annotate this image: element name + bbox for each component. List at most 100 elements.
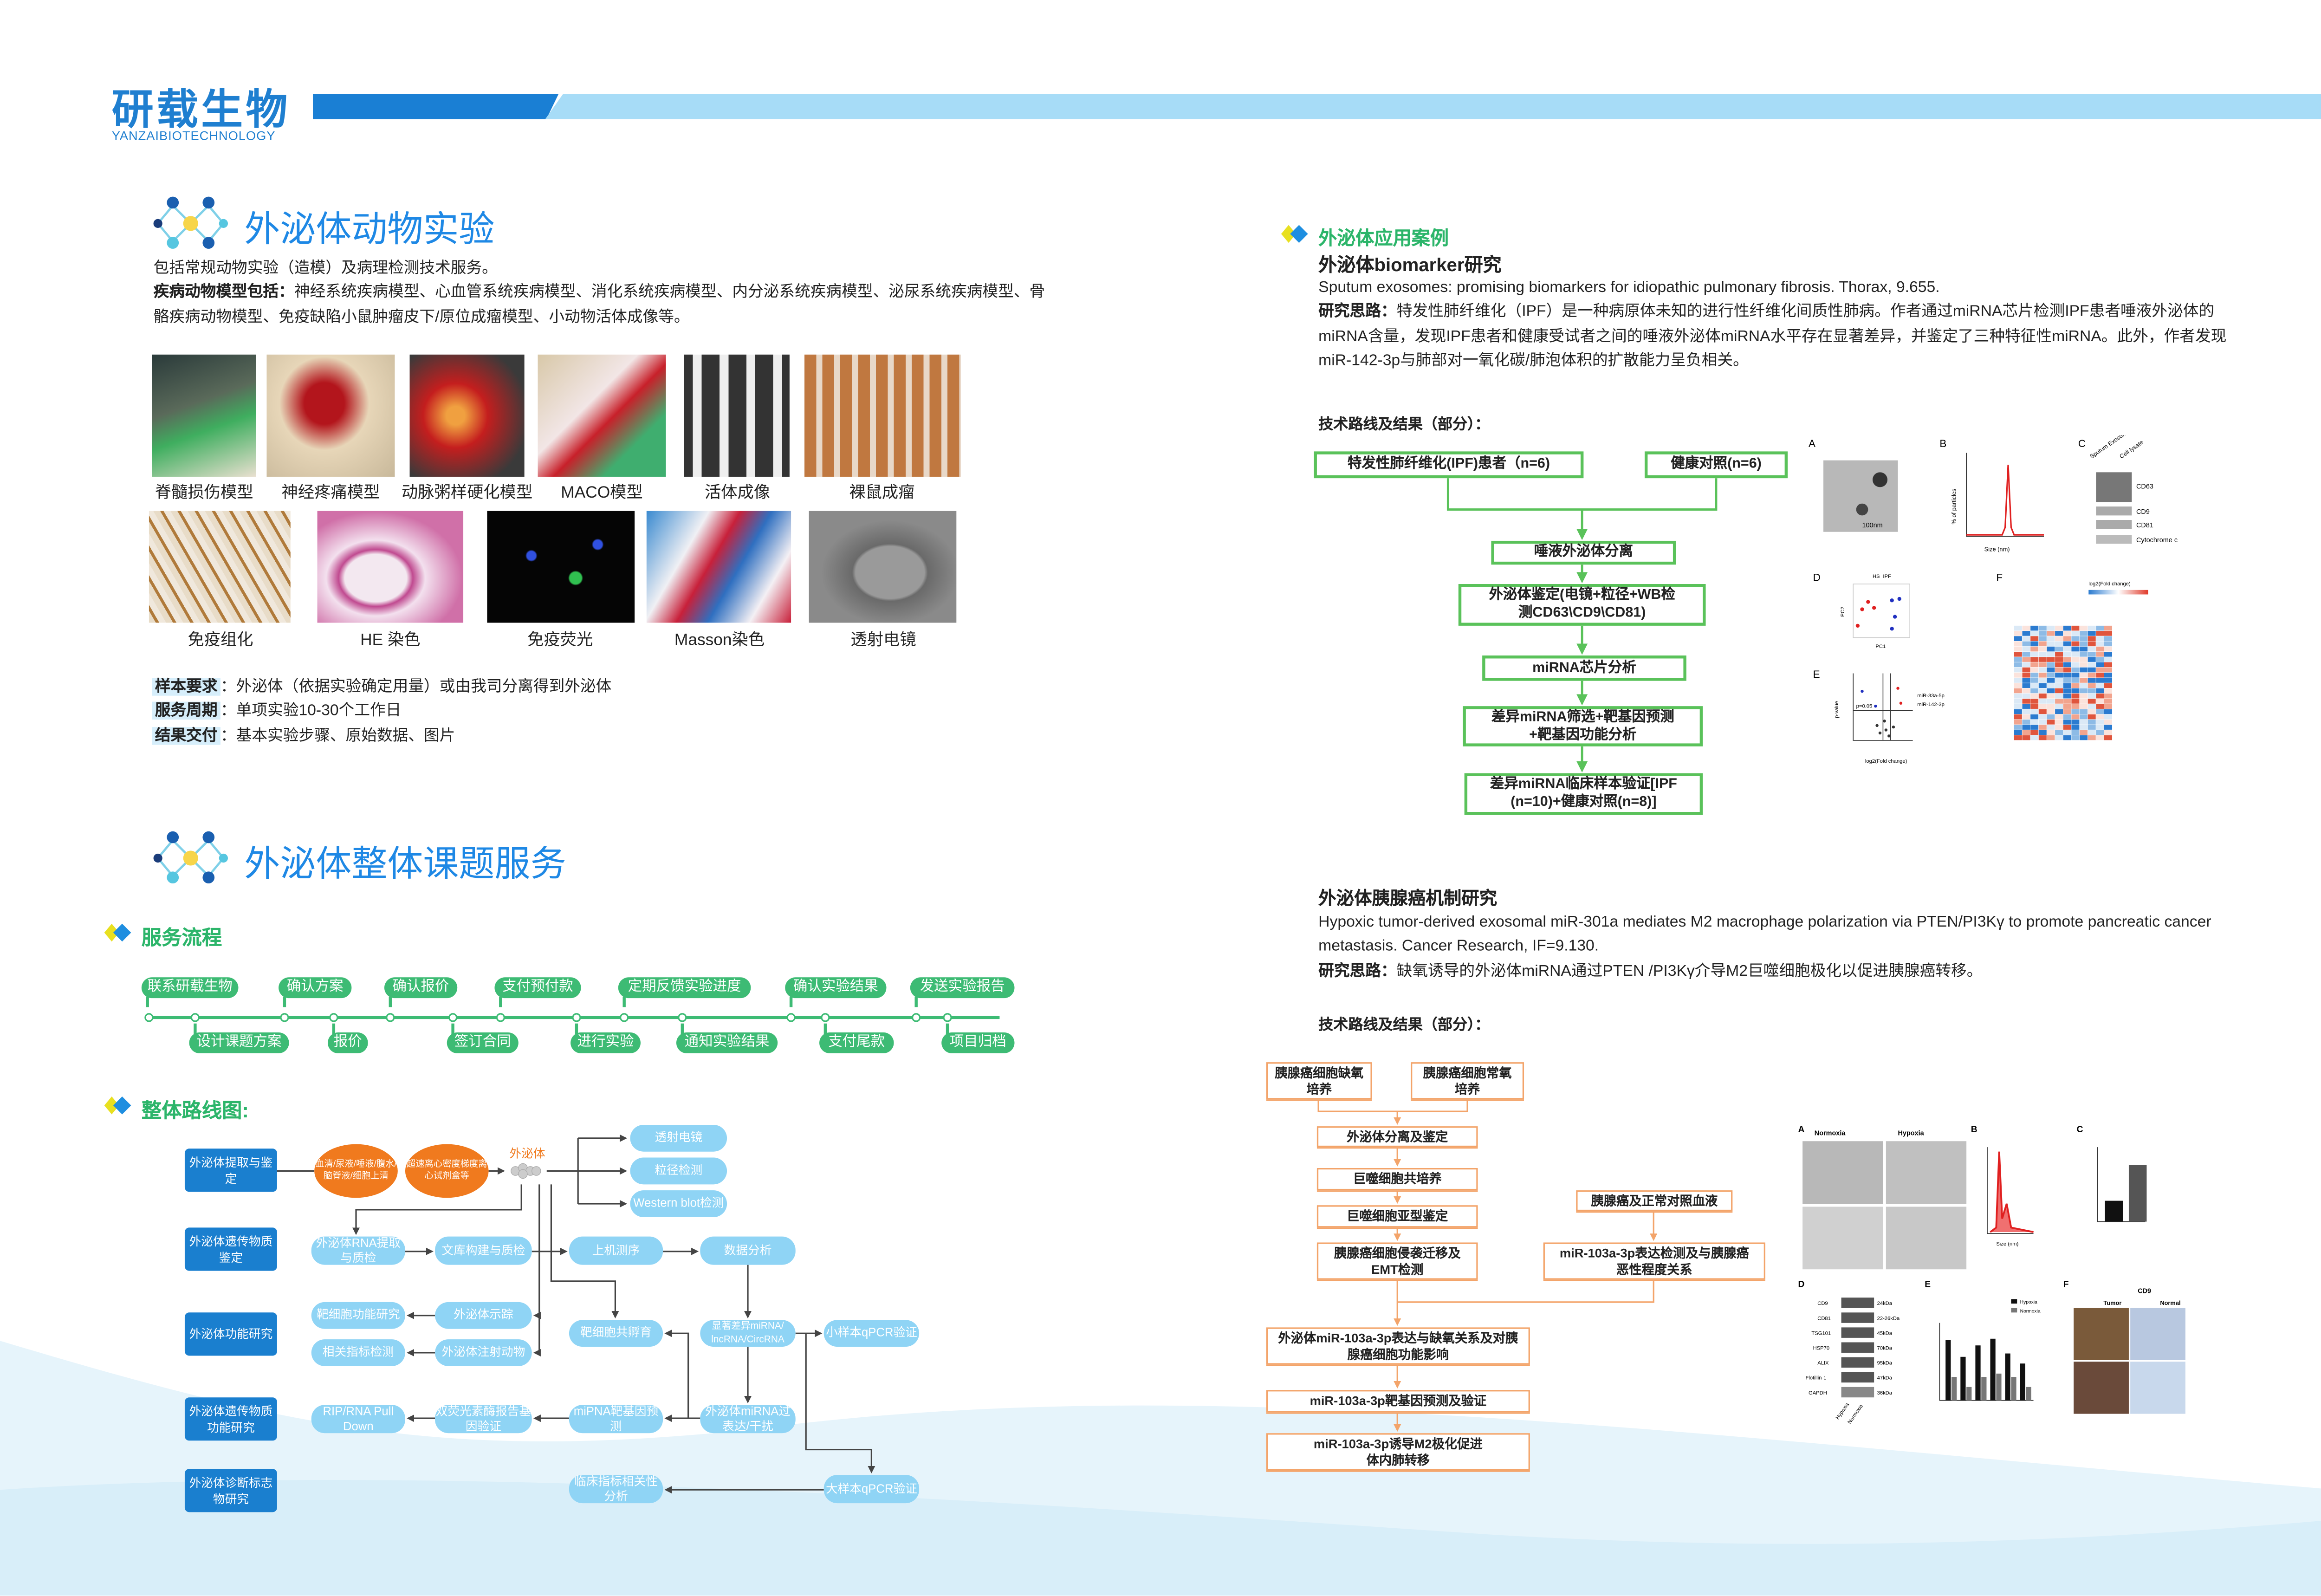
- bar: [1996, 1373, 2002, 1401]
- bar: [1975, 1345, 1981, 1401]
- heatmap-cell: [2047, 662, 2055, 668]
- route-node: RIP/RNA Pull Down: [311, 1405, 405, 1434]
- process-step: 确认方案: [279, 977, 352, 1007]
- heatmap-cell: [2030, 636, 2039, 641]
- process-step: 支付尾款: [819, 1023, 894, 1053]
- photo-atherosclerosis: [409, 354, 525, 477]
- heatmap-cell: [2088, 714, 2096, 720]
- heatmap-cell: [2096, 672, 2104, 678]
- route-node: 上机测序: [569, 1236, 663, 1265]
- process-step: 进行实验: [571, 1023, 641, 1053]
- heatmap-cell: [2096, 730, 2104, 735]
- heatmap-cell: [2055, 714, 2063, 720]
- heatmap-cell: [2022, 735, 2030, 740]
- size-distribution-plot: Size (nm) % of particles: [1951, 453, 2044, 552]
- process-step: 确认报价: [384, 977, 458, 1007]
- flow-box: 差异miRNA筛选+靶基因预测+靶基因功能分析: [1463, 706, 1703, 746]
- heatmap-cell: [2071, 688, 2080, 694]
- heatmap-cell: [2071, 657, 2080, 662]
- route-node: 靶细胞共孵育: [569, 1320, 663, 1347]
- axis-label: Size (nm): [1996, 1241, 2018, 1247]
- panel-label: B: [1939, 438, 1946, 449]
- heatmap-cell: [2096, 725, 2104, 730]
- bar: [2005, 1353, 2010, 1401]
- route-node: 大样本qPCR验证: [823, 1475, 920, 1504]
- heatmap-cell: [2104, 714, 2113, 720]
- heatmap-cell: [2096, 735, 2104, 740]
- route-node: Western blot检测: [630, 1190, 727, 1217]
- case1-text: Sputum exosomes: promising biomarkers fo…: [1318, 276, 2227, 373]
- flow-box: miR-103a-3p诱导M2极化促进体内肺转移: [1266, 1433, 1530, 1471]
- timeline-dot: [448, 1013, 458, 1022]
- heatmap-cell: [2104, 641, 2113, 647]
- case1-figure: A B C D E F 100nm Size (nm) % of particl…: [1809, 435, 2178, 764]
- heatmap-cell: [2022, 625, 2030, 631]
- heatmap-cell: [2063, 678, 2071, 683]
- heatmap-cell: [2080, 652, 2088, 657]
- heatmap-cell: [2014, 725, 2022, 730]
- heatmap-cell: [2038, 735, 2047, 740]
- case1-title: 外泌体biomarker研究: [1318, 254, 1502, 276]
- tem-image: [1823, 460, 1898, 532]
- heatmap-cell: [2096, 678, 2104, 683]
- heatmap-cell: [2071, 662, 2080, 668]
- process-title: 服务流程: [141, 927, 222, 949]
- heatmap-cell: [2014, 646, 2022, 652]
- photo-nude-mice: [804, 354, 961, 477]
- heatmap-cell: [2071, 720, 2080, 725]
- heatmap-cell: [2055, 699, 2063, 704]
- bar: [1981, 1377, 1987, 1401]
- heatmap-cell: [2096, 688, 2104, 694]
- models-label: 疾病动物模型包括：: [153, 283, 294, 302]
- heatmap-cell: [2038, 636, 2047, 641]
- heatmap-cell: [2080, 688, 2088, 694]
- heatmap-cell: [2014, 625, 2022, 631]
- legend-entry: Normoxia: [2020, 1309, 2041, 1314]
- case2-figure: A B C D E F Normoxia Hypoxia Size (nm) C…: [1788, 1114, 2250, 1435]
- heatmap-cell: [2038, 725, 2047, 730]
- heatmap-cell: [2088, 704, 2096, 709]
- heatmap-cell: [2104, 730, 2113, 735]
- heatmap-cell: [2088, 699, 2096, 704]
- route-node: 数据分析: [700, 1236, 796, 1265]
- timeline-dot: [329, 1013, 338, 1022]
- heatmap-cell: [2104, 725, 2113, 730]
- heatmap-cell: [2055, 683, 2063, 688]
- heatmap-cell: [2038, 646, 2047, 652]
- heatmap-cell: [2014, 704, 2022, 709]
- route-node: 外泌体RNA提取与质检: [311, 1236, 405, 1265]
- route-category: 外泌体遗传物质功能研究: [184, 1397, 277, 1441]
- blot-row: CD9: [1817, 1301, 1828, 1306]
- flow-box: miR-103a-3p表达检测及与胰腺癌恶性程度关系: [1543, 1242, 1765, 1280]
- heatmap-cell: [2096, 699, 2104, 704]
- process-step: 确认实验结果: [785, 977, 887, 1007]
- intro-text: 包括常规动物实验（造模）及病理检测技术服务。: [153, 259, 498, 277]
- heatmap-cell: [2104, 735, 2113, 740]
- heatmap-cell: [2071, 631, 2080, 636]
- heatmap-cell: [2030, 652, 2039, 657]
- case1-idea: 特发性肺纤维化（IPF）是一种病原体未知的进行性纤维化间质性肺病。作者通过miR…: [1318, 303, 2227, 370]
- header-bar-light: [545, 94, 2321, 119]
- bar: [2020, 1363, 2025, 1401]
- annotation: p=0.05: [1856, 703, 1873, 709]
- heatmap-cell: [2030, 730, 2039, 735]
- panel-label: A: [1798, 1125, 1805, 1135]
- heatmap-cell: [2022, 720, 2030, 725]
- logo-text: 研载生物: [111, 86, 291, 133]
- section-title-animal: 外泌体动物实验: [244, 210, 495, 251]
- heatmap-cell: [2038, 641, 2047, 647]
- heatmap-cell: [2096, 704, 2104, 709]
- models-text: 神经系统疾病模型、心血管系统疾病模型、消化系统疾病模型、内分泌系统疾病模型、泌尿…: [153, 283, 1045, 326]
- heatmap-cell: [2080, 636, 2088, 641]
- blot-kda: 45kDa: [1877, 1330, 1893, 1336]
- heatmap-cell: [2104, 672, 2113, 678]
- heatmap-cell: [2047, 636, 2055, 641]
- heatmap-cell: [2047, 725, 2055, 730]
- heatmap-cell: [2038, 704, 2047, 709]
- heatmap-cell: [2014, 678, 2022, 683]
- case2-title: 外泌体胰腺癌机制研究: [1318, 888, 1498, 909]
- photo-label: 脊髓损伤模型: [155, 484, 253, 502]
- info-value: ：基本实验步骤、原始数据、图片: [220, 726, 455, 745]
- heatmap-cell: [2071, 672, 2080, 678]
